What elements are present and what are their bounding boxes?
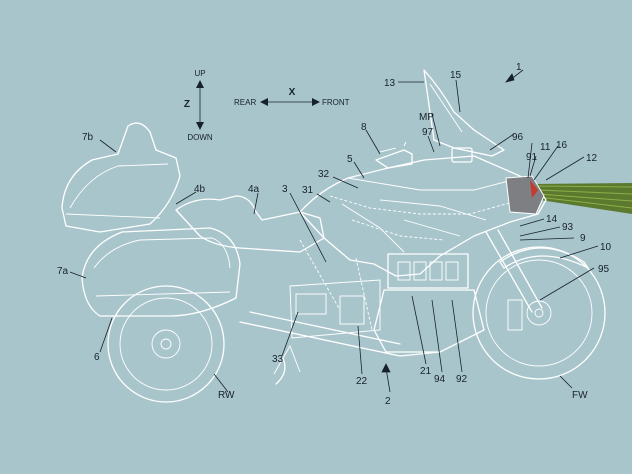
label-7a: 7a <box>57 266 69 277</box>
label-3: 3 <box>282 184 288 195</box>
label-92: 92 <box>456 374 468 385</box>
axis-indicator: UP DOWN Z X REAR FRONT <box>184 69 350 142</box>
label-15: 15 <box>450 70 462 81</box>
label-11: 11 <box>540 142 551 153</box>
engine <box>289 239 485 353</box>
label-4b: 4b <box>194 184 206 195</box>
front-wheel <box>472 246 606 380</box>
axis-rear-label: REAR <box>234 98 256 107</box>
axis-x-label: X <box>289 87 296 98</box>
label-32: 32 <box>318 169 330 180</box>
label-1: 1 <box>516 62 522 73</box>
label-22: 22 <box>356 376 368 387</box>
windscreen <box>423 69 505 157</box>
label-4a: 4a <box>248 184 260 195</box>
label-13: 13 <box>384 78 396 89</box>
label-10: 10 <box>600 242 612 253</box>
label-96: 96 <box>512 132 524 143</box>
headlight <box>505 175 545 215</box>
label-21: 21 <box>420 366 432 377</box>
label-9: 9 <box>580 233 586 244</box>
axis-up-label: UP <box>194 69 205 78</box>
axis-z-label: Z <box>184 99 190 110</box>
label-33: 33 <box>272 354 284 365</box>
label-6: 6 <box>94 352 100 363</box>
label-31: 31 <box>302 185 314 196</box>
label-FW: FW <box>572 390 588 401</box>
label-14: 14 <box>546 214 558 225</box>
label-MP: MP <box>419 112 434 123</box>
saddlebag <box>81 227 241 317</box>
label-94: 94 <box>434 374 446 385</box>
axis-front-label: FRONT <box>322 98 350 107</box>
label-12: 12 <box>586 153 598 164</box>
seat <box>175 195 325 253</box>
label-7b: 7b <box>82 132 94 143</box>
label-8: 8 <box>361 122 367 133</box>
label-2: 2 <box>385 396 391 407</box>
label-5: 5 <box>347 154 353 165</box>
rear-wheel <box>107 285 225 403</box>
label-RW: RW <box>218 390 235 401</box>
label-97: 97 <box>422 127 434 138</box>
label-16: 16 <box>556 140 568 151</box>
top-box <box>61 122 181 233</box>
label-91: 91 <box>526 152 538 163</box>
axis-down-label: DOWN <box>187 133 213 142</box>
fairing <box>299 155 547 277</box>
reference-labels: 1 2 3 4a 4b 5 6 7a 7b 8 9 10 11 12 13 14… <box>57 62 612 407</box>
label-93: 93 <box>562 222 574 233</box>
label-95: 95 <box>598 264 610 275</box>
handlebar <box>375 149 413 169</box>
